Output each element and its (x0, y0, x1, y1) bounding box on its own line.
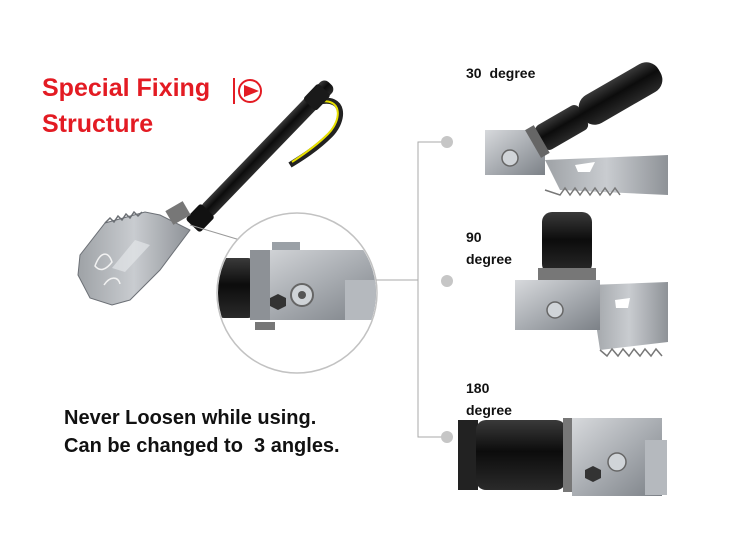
angle-180-unit: degree (466, 402, 512, 418)
angle-180-value: 180 (466, 380, 490, 396)
bracket-dot-90 (441, 275, 453, 287)
tagline: Never Loosen while using. Can be changed… (64, 404, 340, 460)
title: Special Fixing Structure (42, 70, 210, 142)
angle-90-value: 90 (466, 229, 482, 245)
red-play-arrow-icon (233, 78, 262, 104)
zoom-connector-line (189, 224, 241, 241)
angle-label-180: 180 degree (466, 377, 512, 421)
angle-30-value: 30 (466, 65, 482, 81)
tagline-line-2: Can be changed to 3 angles. (64, 435, 340, 457)
angle-bracket (417, 141, 445, 438)
angle-label-30: 30 degree (466, 62, 535, 84)
folding-shovel (77, 80, 344, 306)
title-line-2: Structure (42, 110, 154, 138)
zoom-detail-circle (216, 212, 378, 374)
angle-180-photo (458, 418, 667, 496)
angle-label-90: 90 degree (466, 226, 512, 270)
title-line-1: Special Fixing (42, 74, 211, 102)
tagline-line-1: Never Loosen while using. (64, 407, 317, 429)
bracket-dot-30 (441, 136, 453, 148)
angle-90-photo (515, 212, 668, 358)
angle-30-photo (485, 62, 668, 197)
angle-90-unit: degree (466, 251, 512, 267)
angle-30-unit: degree (489, 65, 536, 81)
bracket-dot-180 (441, 431, 453, 443)
